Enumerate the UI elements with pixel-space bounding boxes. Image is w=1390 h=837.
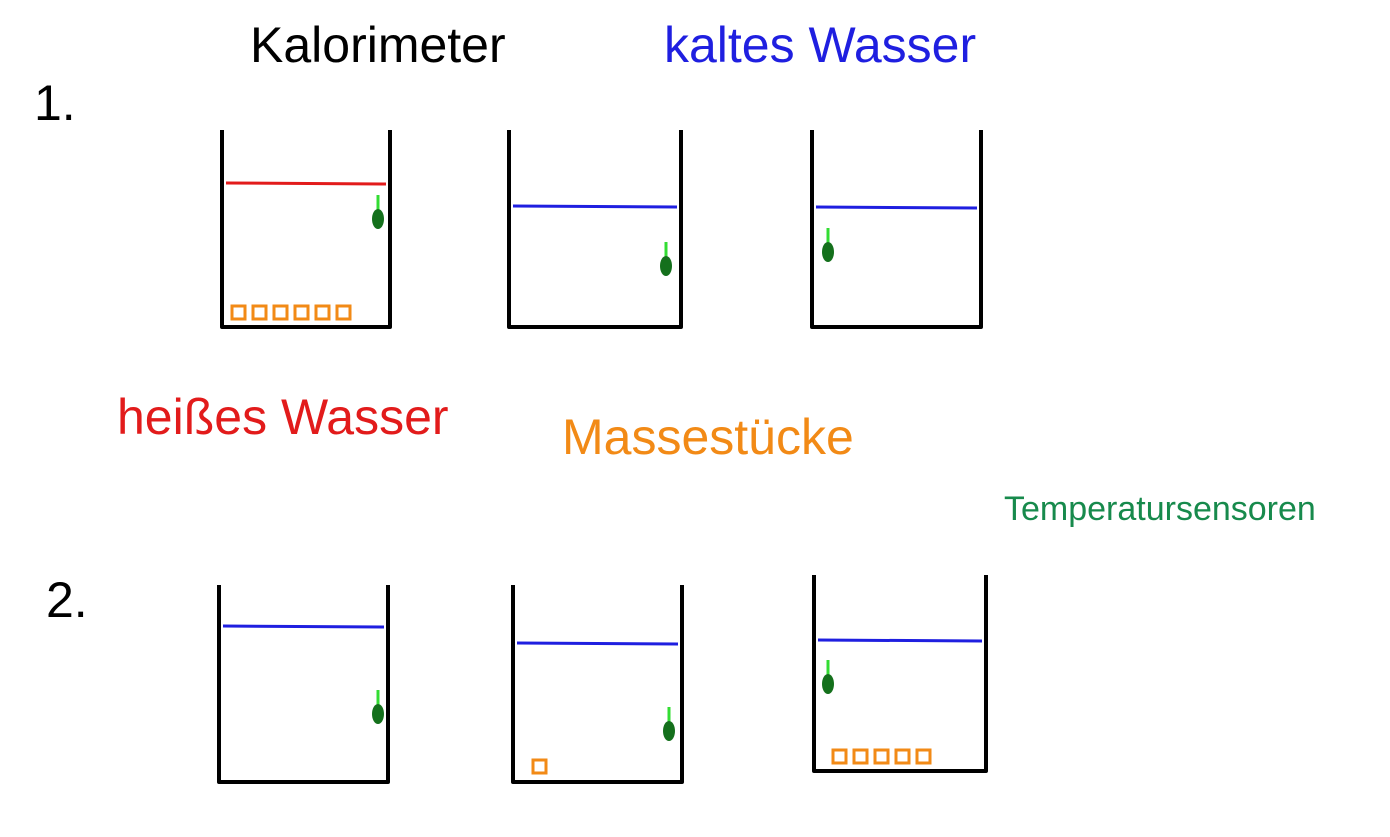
mass-piece [230, 304, 247, 321]
container-outline [507, 130, 683, 329]
sensors-label: Temperatursensoren [1004, 490, 1316, 528]
container-outline [810, 130, 983, 329]
temperature-sensor-icon [822, 242, 834, 262]
mass-piece [293, 304, 310, 321]
container-outline [812, 575, 988, 773]
hot-water-label: heißes Wasser [117, 389, 449, 445]
mass-piece [873, 748, 890, 765]
cold-water-beaker-a [507, 130, 683, 329]
mass-piece [251, 304, 268, 321]
beaker-2 [511, 585, 684, 784]
calorimeter [220, 130, 392, 329]
beaker-3 [812, 575, 988, 773]
mass-piece [314, 304, 331, 321]
cold-water-surface [815, 205, 978, 210]
hot-water-surface [225, 181, 387, 186]
mass-piece [894, 748, 911, 765]
calorimeter-label: Kalorimeter [250, 17, 506, 73]
beaker-1 [217, 585, 390, 784]
mass-piece [272, 304, 289, 321]
temperature-sensor-icon [663, 721, 675, 741]
mass-piece [852, 748, 869, 765]
temperature-sensor-icon [372, 209, 384, 229]
container-outline [511, 585, 684, 784]
temperature-sensor-icon [660, 256, 672, 276]
mass-piece [915, 748, 932, 765]
step-2-number: 2. [46, 572, 88, 628]
container-outline [220, 130, 392, 329]
containers-layer [217, 130, 988, 784]
cold-water-surface [512, 204, 678, 209]
cold-water-beaker-b [810, 130, 983, 329]
masses-label: Massestücke [562, 409, 854, 465]
container-outline [217, 585, 390, 784]
temperature-sensor-icon [822, 674, 834, 694]
cold-water-surface [817, 638, 983, 643]
mass-piece [831, 748, 848, 765]
cold-water-surface [516, 641, 679, 646]
temperature-sensor-icon [372, 704, 384, 724]
step-1-number: 1. [34, 75, 76, 131]
mass-piece [335, 304, 352, 321]
cold-water-surface [222, 624, 385, 629]
mass-piece [531, 758, 548, 775]
cold-water-label: kaltes Wasser [664, 17, 977, 73]
